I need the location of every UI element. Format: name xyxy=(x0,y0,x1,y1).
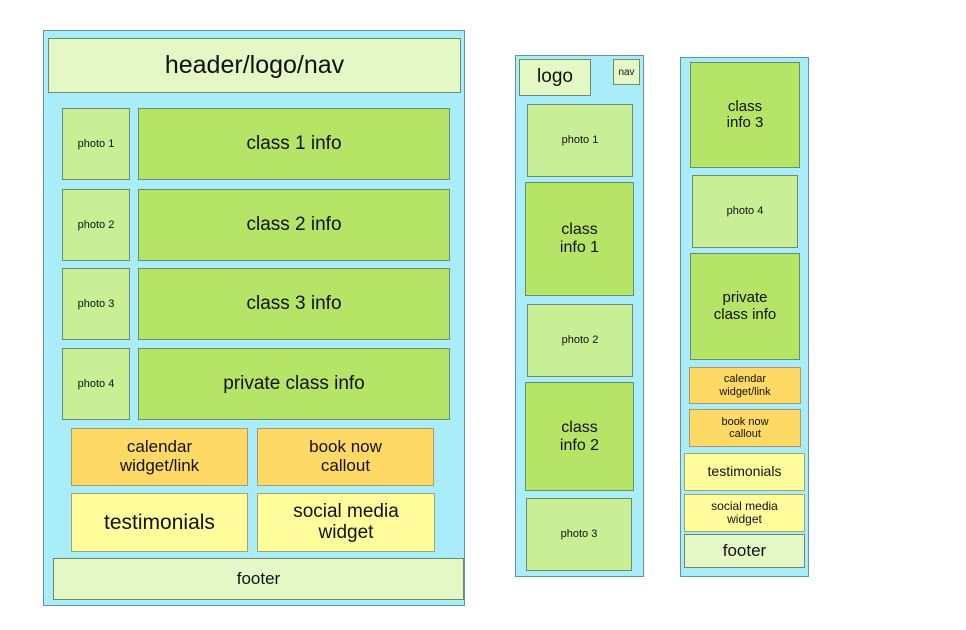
photo-3-block: photo 3 xyxy=(526,498,632,571)
book-now-callout-block: book now callout xyxy=(689,409,801,447)
desktop-layout-panel: header/logo/nav photo 1 class 1 info pho… xyxy=(43,30,465,606)
private-class-info-block: private class info xyxy=(690,253,800,360)
header-logo-nav-block: header/logo/nav xyxy=(48,38,461,93)
photo-2-block: photo 2 xyxy=(62,189,130,261)
photo-1-block: photo 1 xyxy=(62,108,130,180)
calendar-widget-block: calendar widget/link xyxy=(71,428,248,486)
photo-4-block: photo 4 xyxy=(692,175,798,248)
calendar-widget-block: calendar widget/link xyxy=(689,367,801,404)
class-info-2-block: class info 2 xyxy=(525,382,634,491)
class-info-3-block: class info 3 xyxy=(690,62,800,168)
footer-block: footer xyxy=(684,534,805,568)
testimonials-block: testimonials xyxy=(684,453,805,491)
private-class-info-block: private class info xyxy=(138,348,450,420)
social-media-widget-block: social media widget xyxy=(684,494,805,532)
nav-block: nav xyxy=(613,59,640,85)
photo-4-block: photo 4 xyxy=(62,348,130,420)
photo-1-block: photo 1 xyxy=(527,104,633,177)
class-2-info-block: class 2 info xyxy=(138,189,450,261)
footer-block: footer xyxy=(53,558,464,600)
class-1-info-block: class 1 info xyxy=(138,108,450,180)
class-3-info-block: class 3 info xyxy=(138,268,450,340)
photo-3-block: photo 3 xyxy=(62,268,130,340)
book-now-callout-block: book now callout xyxy=(257,428,434,486)
testimonials-block: testimonials xyxy=(71,493,248,552)
class-info-1-block: class info 1 xyxy=(525,182,634,296)
mobile-layout-panel-bottom: class info 3 photo 4 private class info … xyxy=(680,57,809,577)
photo-2-block: photo 2 xyxy=(527,304,633,377)
mobile-layout-panel-top: logo nav photo 1 class info 1 photo 2 cl… xyxy=(515,55,644,577)
social-media-widget-block: social media widget xyxy=(257,493,435,552)
logo-block: logo xyxy=(519,59,591,96)
